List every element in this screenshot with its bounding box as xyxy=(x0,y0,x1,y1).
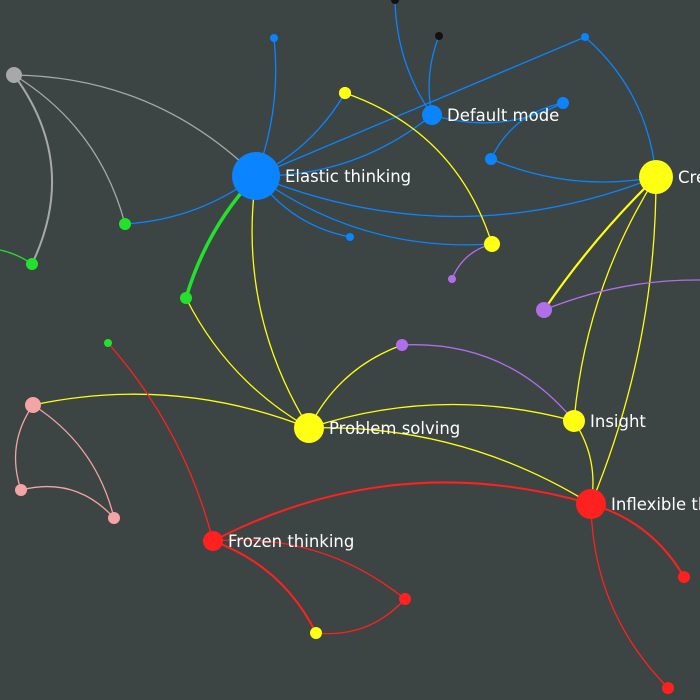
node-pk2[interactable] xyxy=(15,484,27,496)
edge-gray1-g1 xyxy=(13,74,126,225)
node-y3[interactable] xyxy=(310,627,322,639)
node-label-elastic: Elastic thinking xyxy=(285,167,411,186)
edge-problem-pk1 xyxy=(32,393,310,429)
edge-creative-b1b xyxy=(584,36,657,178)
edge-default-k1 xyxy=(394,0,433,116)
node-g4[interactable] xyxy=(104,339,112,347)
edge-elastic-gray1 xyxy=(13,74,257,177)
node-b3[interactable] xyxy=(346,233,354,241)
edge-b2-b5 xyxy=(490,102,564,160)
node-label-problem: Problem solving xyxy=(329,419,460,438)
edge-elastic-problem xyxy=(251,175,310,429)
node-creative[interactable] xyxy=(639,160,673,194)
edge-default-b2 xyxy=(431,102,564,124)
node-y2[interactable] xyxy=(339,87,351,99)
node-b4[interactable] xyxy=(270,34,278,42)
node-p1[interactable] xyxy=(448,275,456,283)
node-frozen[interactable] xyxy=(203,531,223,551)
edge-pk1-pk3 xyxy=(32,404,115,519)
node-b5[interactable] xyxy=(485,153,497,165)
node-r1[interactable] xyxy=(399,593,411,605)
node-label-creative: Cre xyxy=(678,168,700,187)
node-insight[interactable] xyxy=(563,410,585,432)
node-problem[interactable] xyxy=(294,413,324,443)
node-label-insight: Insight xyxy=(590,412,646,431)
node-b1[interactable] xyxy=(581,33,589,41)
edge-y3-r1 xyxy=(315,598,406,635)
edge-frozen-y3 xyxy=(212,540,317,634)
edge-inflexible-frozen xyxy=(212,481,592,542)
edge-problem-inflexible xyxy=(308,427,592,505)
edge-creative-b5 xyxy=(490,158,657,183)
node-g2[interactable] xyxy=(26,258,38,270)
node-label-default: Default mode xyxy=(447,106,559,125)
node-r3[interactable] xyxy=(678,571,690,583)
node-inflexible[interactable] xyxy=(576,489,606,519)
node-default[interactable] xyxy=(422,105,442,125)
edge-pk1-pk2 xyxy=(14,404,34,491)
labels-layer: Elastic thinking Default modeCreProblem s… xyxy=(228,106,700,551)
node-label-frozen: Frozen thinking xyxy=(228,532,354,551)
edge-creative-insight xyxy=(573,176,657,422)
edge-frozen-g4 xyxy=(107,342,214,542)
edge-p2-offright xyxy=(543,279,700,311)
edge-elastic-b1 xyxy=(255,36,586,177)
node-y4[interactable] xyxy=(484,236,500,252)
edge-problem-insight xyxy=(308,403,575,429)
edge-creative-p2 xyxy=(543,176,657,311)
node-label-inflexible: Inflexible th xyxy=(611,495,700,514)
node-g3[interactable] xyxy=(180,292,192,304)
edge-inflexible-r2 xyxy=(590,503,669,689)
edge-p3-insight xyxy=(401,344,575,422)
edge-elastic-y4 xyxy=(255,175,493,246)
node-g1[interactable] xyxy=(119,218,131,230)
node-gray1[interactable] xyxy=(6,67,22,83)
node-k1[interactable] xyxy=(391,0,399,4)
node-p2[interactable] xyxy=(536,302,552,318)
node-p3[interactable] xyxy=(396,339,408,351)
edge-creative-inflexible xyxy=(590,176,657,505)
node-pk1[interactable] xyxy=(25,397,41,413)
node-elastic[interactable] xyxy=(232,152,280,200)
edge-gray1-g2 xyxy=(13,74,54,265)
edge-problem-g3 xyxy=(185,297,310,429)
node-b2[interactable] xyxy=(557,97,569,109)
edge-y1-y4 xyxy=(344,92,493,245)
nodes-layer xyxy=(6,0,690,694)
edge-frozen-r1 xyxy=(212,539,406,600)
node-r2[interactable] xyxy=(662,682,674,694)
node-pk3[interactable] xyxy=(108,512,120,524)
edge-pk2-pk3 xyxy=(20,485,115,519)
node-k2[interactable] xyxy=(435,32,443,40)
edge-elastic-creative xyxy=(255,175,657,218)
